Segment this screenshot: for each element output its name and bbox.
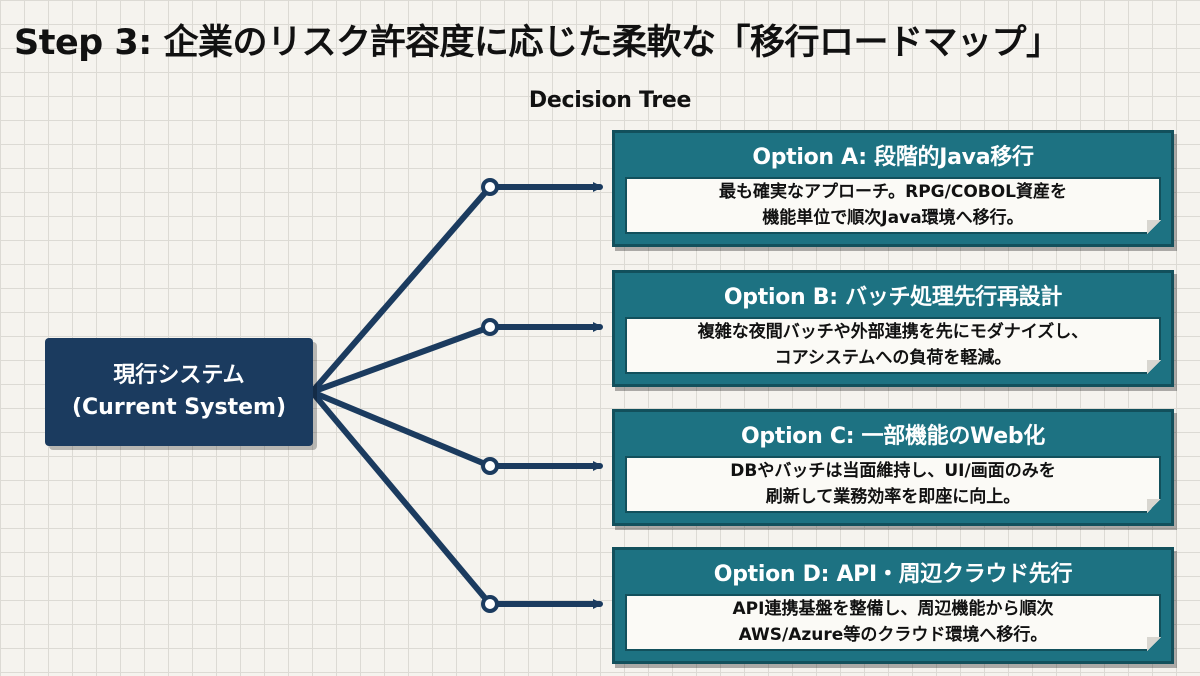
option-c-desc-line1: DBやバッチは当面維持し、UI/画面のみを	[730, 461, 1056, 481]
option-b-body: 複雑な夜間バッチや外部連携を先にモダナイズし、 コアシステムへの負荷を軽減。	[612, 317, 1174, 387]
option-c-card: Option C: 一部機能のWeb化 DBやバッチは当面維持し、UI/画面のみ…	[612, 409, 1174, 526]
node-dot-a	[481, 178, 499, 196]
page-fold-icon	[1147, 637, 1161, 651]
option-d-title: Option D: API・周辺クラウド先行	[612, 547, 1174, 594]
option-a-desc-line2: 機能単位で順次Java環境へ移行。	[762, 207, 1024, 228]
option-a-desc-line1: 最も確実なアプローチ。RPG/COBOL資産を	[718, 182, 1068, 202]
option-c-title: Option C: 一部機能のWeb化	[612, 409, 1174, 456]
page-fold-icon	[1147, 360, 1161, 374]
option-a-card: Option A: 段階的Java移行 最も確実なアプローチ。RPG/COBOL…	[612, 130, 1174, 247]
node-dot-d	[481, 595, 499, 613]
node-dot-c	[481, 457, 499, 475]
option-c-body: DBやバッチは当面維持し、UI/画面のみを 刷新して業務効率を即座に向上。	[612, 456, 1174, 526]
option-d-body: API連携基盤を整備し、周辺機能から順次 AWS/Azure等のクラウド環境へ移…	[612, 594, 1174, 664]
connector-option-d	[309, 389, 603, 609]
option-b-card: Option B: バッチ処理先行再設計 複雑な夜間バッチや外部連携を先にモダナ…	[612, 270, 1174, 387]
option-b-title: Option B: バッチ処理先行再設計	[612, 270, 1174, 317]
option-c-desc-line2: 刷新して業務効率を即座に向上。	[765, 486, 1021, 507]
connector-option-a	[309, 182, 603, 395]
connector-option-b	[309, 322, 603, 395]
current-system-node: 現行システム (Current System)	[45, 338, 313, 446]
option-a-body: 最も確実なアプローチ。RPG/COBOL資産を 機能単位で順次Java環境へ移行…	[612, 177, 1174, 247]
page-title: Step 3: 企業のリスク許容度に応じた柔軟な「移行ロードマップ」	[14, 23, 1061, 63]
current-system-label-en: (Current System)	[71, 395, 287, 420]
option-d-desc-line1: API連携基盤を整備し、周辺機能から順次	[732, 599, 1054, 619]
option-b-desc-line2: コアシステムへの負荷を軽減。	[774, 347, 1012, 368]
current-system-label-ja: 現行システム	[113, 363, 245, 389]
node-dot-b	[481, 318, 499, 336]
option-a-title: Option A: 段階的Java移行	[612, 130, 1174, 177]
page-fold-icon	[1147, 220, 1161, 234]
diagram-subtitle: Decision Tree	[528, 88, 692, 113]
connector-option-c	[309, 389, 603, 471]
option-b-desc-line1: 複雑な夜間バッチや外部連携を先にモダナイズし、	[697, 322, 1089, 342]
option-d-card: Option D: API・周辺クラウド先行 API連携基盤を整備し、周辺機能か…	[612, 547, 1174, 664]
page-fold-icon	[1147, 499, 1161, 513]
option-d-desc-line2: AWS/Azure等のクラウド環境へ移行。	[738, 624, 1048, 645]
